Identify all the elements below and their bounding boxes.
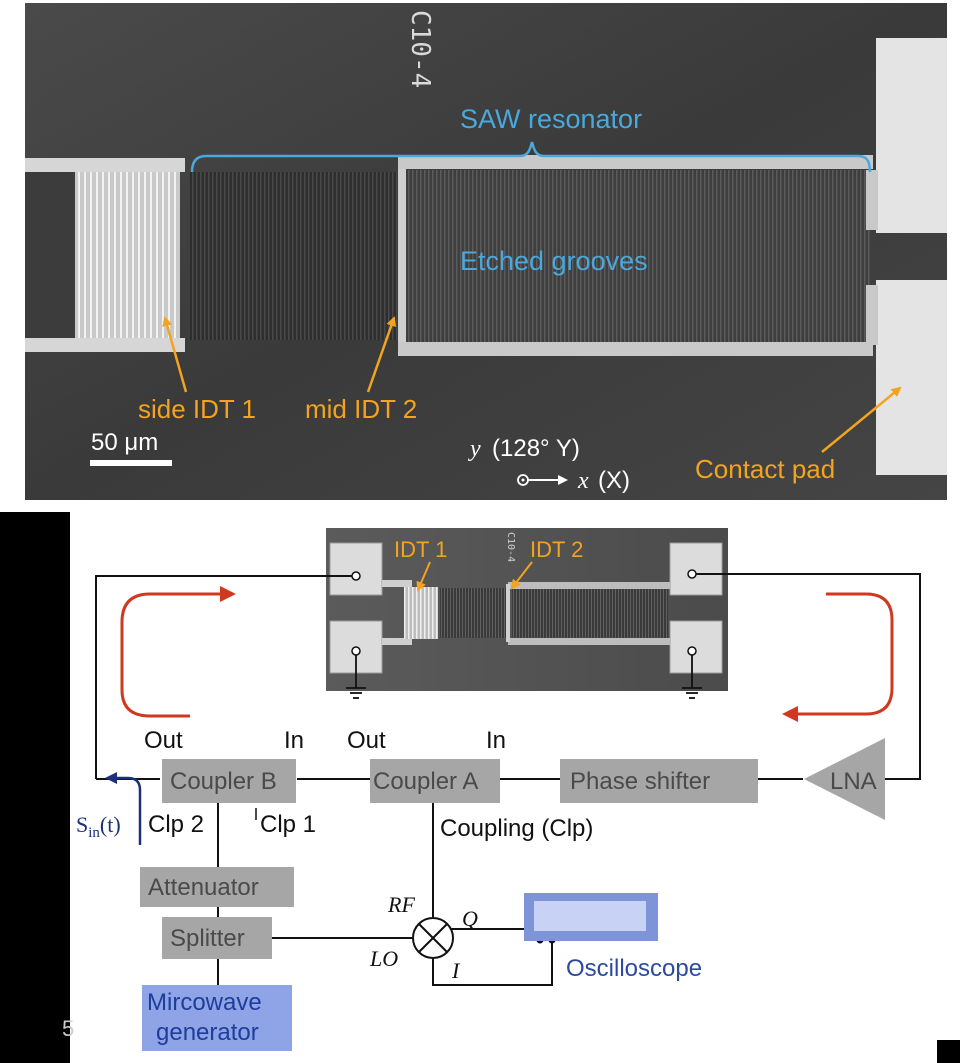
inset-bus-tl [382,580,412,587]
sem-micrograph: C10-4 SAW resonator Etched grooves side … [25,3,947,500]
ground-left [346,655,366,699]
inset-bus-br [508,638,670,645]
coupler-a-in-label: In [486,727,506,754]
ground-right [682,655,702,699]
mixer-lo-label: LO [369,946,398,971]
inset-idt-1 [404,587,438,639]
saw-resonator-label: SAW resonator [460,104,642,134]
phase-shifter-label: Phase shifter [570,768,710,795]
saw-resonator-bracket [190,141,872,173]
sin-main: S [76,812,88,837]
mixer-rf-label: RF [387,892,415,917]
sin-output-arrow [105,772,142,845]
mixer-i-label: I [451,958,461,983]
scale-bar [90,460,172,466]
coupler-a-label: Coupler A [373,768,478,795]
oscilloscope-screen [534,901,646,931]
generator-label-line2: generator [156,1019,259,1046]
coupler-a-box [370,759,500,803]
etched-grooves-region [406,170,872,342]
coupler-a-out-label: Out [347,727,386,754]
loop-arrow-right [782,592,894,722]
probe-br [687,646,697,656]
chip-engraving: C10-4 [405,10,435,88]
axis-y-symbol: y [468,436,481,462]
mid-idt-arrow [366,316,397,393]
side-idt-1-fingers [75,172,180,338]
coupler-b-in-label: In [284,727,304,754]
coupler-b-out-label: Out [144,727,183,754]
side-idt-arrow [162,316,188,393]
clp1-label: Clp 1 [260,811,316,838]
axis-origin-dot [521,478,525,482]
inset-idt-2-label: IDT 2 [530,537,583,562]
loop-arrow-left [120,586,236,718]
mixer-q-label: Q [462,906,478,931]
inset-idt-2-arrow [510,561,533,590]
lna-label: LNA [830,768,877,795]
inset-grooves [512,589,668,638]
attenuator-box [140,867,294,907]
splitter-box [162,917,272,959]
contact-pad-bottom [876,280,947,475]
probe-tl [351,571,361,581]
microwave-generator-box [142,985,292,1051]
right-bus-bottom [398,342,873,356]
probe-tr [687,569,697,579]
mixer-cross-b [418,923,448,953]
side-idt-1-label: side IDT 1 [138,394,256,424]
mid-idt-2-label: mid IDT 2 [305,394,417,424]
probe-bl [351,646,361,656]
splitter-label: Splitter [170,925,245,952]
inset-pad-top-left [329,542,383,596]
coupler-b-label: Coupler B [170,768,277,795]
axis-x-symbol: x [577,468,589,494]
left-grating [190,172,400,340]
circuit-wires [95,573,921,986]
oscilloscope-label: Oscilloscope [566,955,702,982]
inset-idt-1-label: IDT 1 [394,537,447,562]
inset-bus-tr [508,582,670,589]
lna-triangle [804,738,885,820]
axis-x-text: (X) [598,467,630,494]
generator-label-line1: Mircowave [147,989,262,1016]
stray-glyph: 5 [62,1016,74,1041]
axis-y-text: (128° Y) [492,435,580,462]
pad-connector-top [866,170,878,230]
corner-black-block [937,1040,960,1063]
left-bus-top [25,158,185,172]
left-gap [25,172,75,338]
mid-idt-2 [398,165,406,345]
sin-arg: (t) [100,812,121,837]
contact-pad-top [876,38,947,233]
left-bus-bottom [25,338,185,352]
coupler-b-box [162,759,296,803]
phase-shifter-box [560,759,758,803]
pad-connector-bottom [866,285,878,345]
inset-idt-1-arrow [416,561,431,592]
right-bus-top [398,155,873,169]
coupling-label: Coupling (Clp) [440,815,593,842]
inset-engraving: C10-4 [505,532,516,562]
contact-pad-label: Contact pad [695,454,835,484]
sin-label: Sin(t) [76,812,121,841]
scale-bar-label: 50 μm [91,429,158,456]
inset-pad-top-right [669,542,723,596]
inset-left-grating [440,588,506,638]
etched-grooves-label: Etched grooves [460,246,648,276]
attenuator-label: Attenuator [148,874,259,901]
inset-bus-bl [382,638,412,645]
sin-sub: in [88,825,100,841]
contact-pad-arrow [821,386,902,453]
measurement-circuit: 5 C10-4 IDT 1 IDT 2 [0,512,960,1063]
inset-pad-bottom-right [669,620,723,674]
inset-idt-2 [506,584,510,642]
clp2-label: Clp 2 [148,811,204,838]
left-black-bar [0,512,70,1063]
